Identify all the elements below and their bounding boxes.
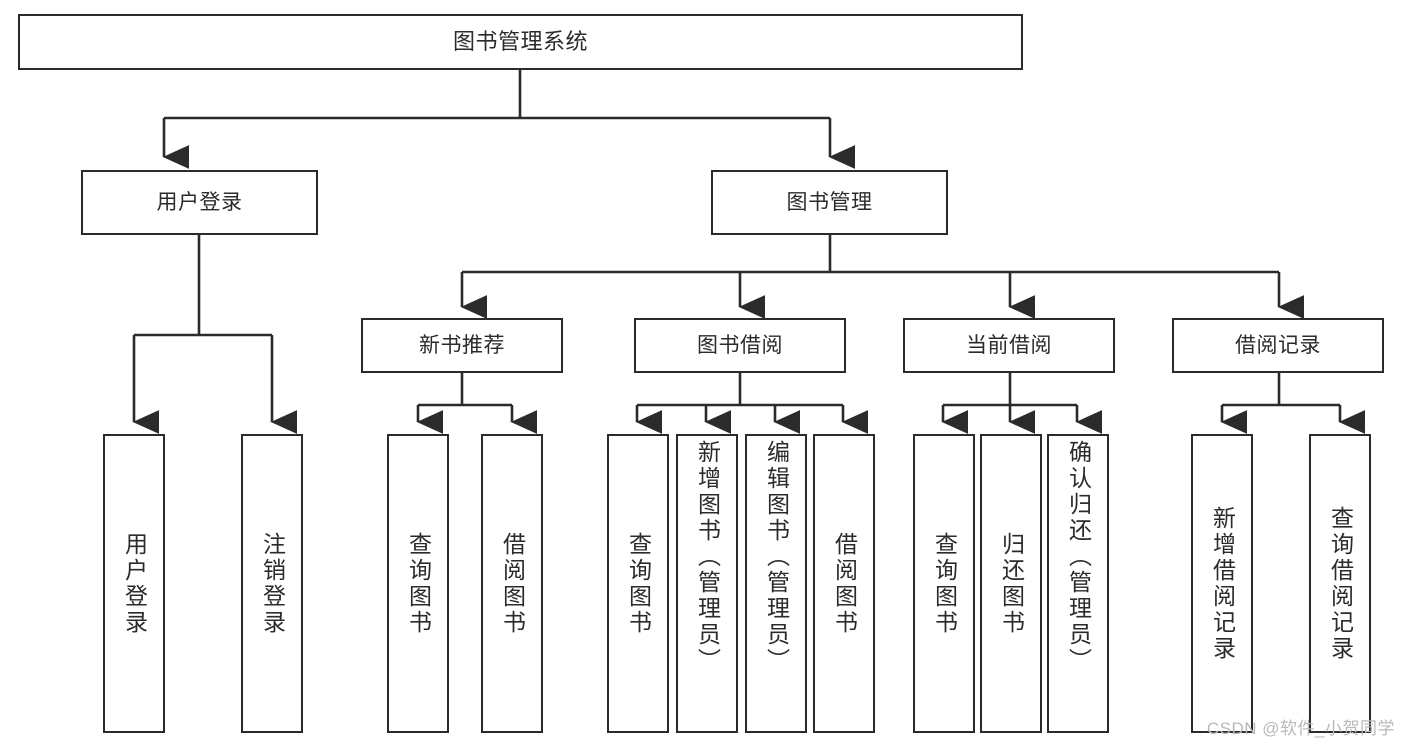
node-label: 图书借阅 [697,333,783,357]
leaf-query-book-recommend[interactable]: 查询图书 [387,434,449,733]
node-label: 用户登录 [156,190,243,214]
node-book-borrow[interactable]: 图书借阅 [634,318,846,373]
node-label: 查询借阅记录 [1327,505,1354,662]
node-label: 确认归还（管理员） [1065,440,1092,674]
leaf-return-book[interactable]: 归还图书 [980,434,1042,733]
node-label: 图书管理系统 [452,28,588,54]
node-root-book-management-system[interactable]: 图书管理系统 [18,14,1023,70]
leaf-user-login[interactable]: 用户登录 [103,434,165,733]
node-label: 查询图书 [625,531,652,636]
node-user-login[interactable]: 用户登录 [81,170,318,235]
node-label: 新增借阅记录 [1209,505,1236,662]
leaf-borrow-book[interactable]: 借阅图书 [813,434,875,733]
node-borrow-record[interactable]: 借阅记录 [1172,318,1384,373]
node-label: 借阅图书 [831,531,858,636]
watermark-csdn: CSDN @软件_小贺同学 [1206,719,1395,738]
leaf-borrow-book-recommend[interactable]: 借阅图书 [481,434,543,733]
node-label: 借阅记录 [1235,333,1321,357]
node-label: 图书管理 [786,190,873,214]
node-label: 查询图书 [405,531,432,636]
node-label: 借阅图书 [499,531,526,636]
node-current-borrow[interactable]: 当前借阅 [903,318,1115,373]
node-label: 新书推荐 [419,333,505,357]
leaf-query-book-borrow[interactable]: 查询图书 [607,434,669,733]
leaf-edit-book-admin[interactable]: 编辑图书（管理员） [745,434,807,733]
node-label: 归还图书 [998,531,1025,636]
leaf-logout[interactable]: 注销登录 [241,434,303,733]
leaf-confirm-return-admin[interactable]: 确认归还（管理员） [1047,434,1109,733]
node-label: 编辑图书（管理员） [763,440,790,674]
node-label: 当前借阅 [966,333,1052,357]
node-label: 用户登录 [121,531,148,636]
leaf-query-borrow-record[interactable]: 查询借阅记录 [1309,434,1371,733]
node-label: 查询图书 [931,531,958,636]
node-label: 新增图书（管理员） [694,440,721,674]
leaf-add-book-admin[interactable]: 新增图书（管理员） [676,434,738,733]
node-new-book-recommend[interactable]: 新书推荐 [361,318,563,373]
leaf-query-book-current[interactable]: 查询图书 [913,434,975,733]
node-book-management[interactable]: 图书管理 [711,170,948,235]
node-label: 注销登录 [259,531,286,636]
leaf-add-borrow-record[interactable]: 新增借阅记录 [1191,434,1253,733]
